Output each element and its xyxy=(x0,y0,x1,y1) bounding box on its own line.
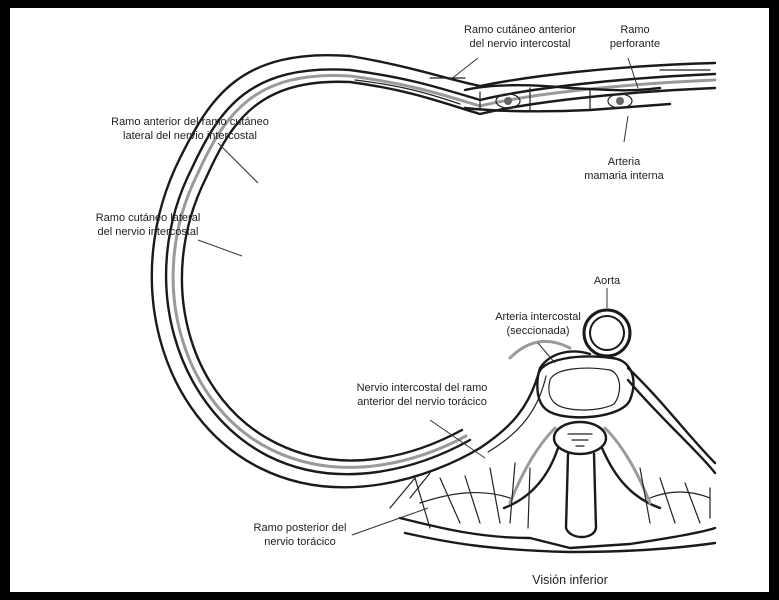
aorta-label: Aorta xyxy=(594,275,621,287)
aorta xyxy=(584,310,630,356)
anterior-cutaneous-label-1: Ramo cutáneo anterior xyxy=(464,24,576,36)
anterior-lateral-label-1: Ramo anterior del ramo cutáneo xyxy=(111,116,269,128)
thoracic-wall-diagram: Ramo cutáneo anterior del nervio interco… xyxy=(10,8,769,592)
anterior-cutaneous-label-2: del nervio intercostal xyxy=(470,38,571,50)
intercostal-artery-label-2: (seccionada) xyxy=(507,325,570,337)
internal-mammary-label-1: Arteria xyxy=(608,156,641,168)
lateral-cutaneous-label-1: Ramo cutáneo lateral xyxy=(96,212,201,224)
view-label: Visión inferior xyxy=(532,573,608,587)
labels: Ramo cutáneo anterior del nervio interco… xyxy=(96,24,665,587)
posterior-ramus-label-2: nervio torácico xyxy=(264,536,336,548)
perforating-label-1: Ramo xyxy=(620,24,649,36)
diagram-canvas: Ramo cutáneo anterior del nervio interco… xyxy=(10,8,769,592)
intercostal-nerve-label-1: Nervio intercostal del ramo xyxy=(357,382,488,394)
lateral-cutaneous-label-2: del nervio intercostal xyxy=(98,226,199,238)
posterior-ring xyxy=(480,341,715,473)
intercostal-artery-label-1: Arteria intercostal xyxy=(495,311,581,323)
back-muscles xyxy=(390,463,715,552)
posterior-ramus-label-1: Ramo posterior del xyxy=(254,522,347,534)
anterior-lateral-label-2: lateral del nervio intercostal xyxy=(123,130,257,142)
perforating-label-2: perforante xyxy=(610,38,660,50)
intercostal-nerve-label-2: anterior del nervio torácico xyxy=(357,396,487,408)
internal-mammary-label-2: mamaria interna xyxy=(584,170,664,182)
vertebra xyxy=(504,357,660,537)
